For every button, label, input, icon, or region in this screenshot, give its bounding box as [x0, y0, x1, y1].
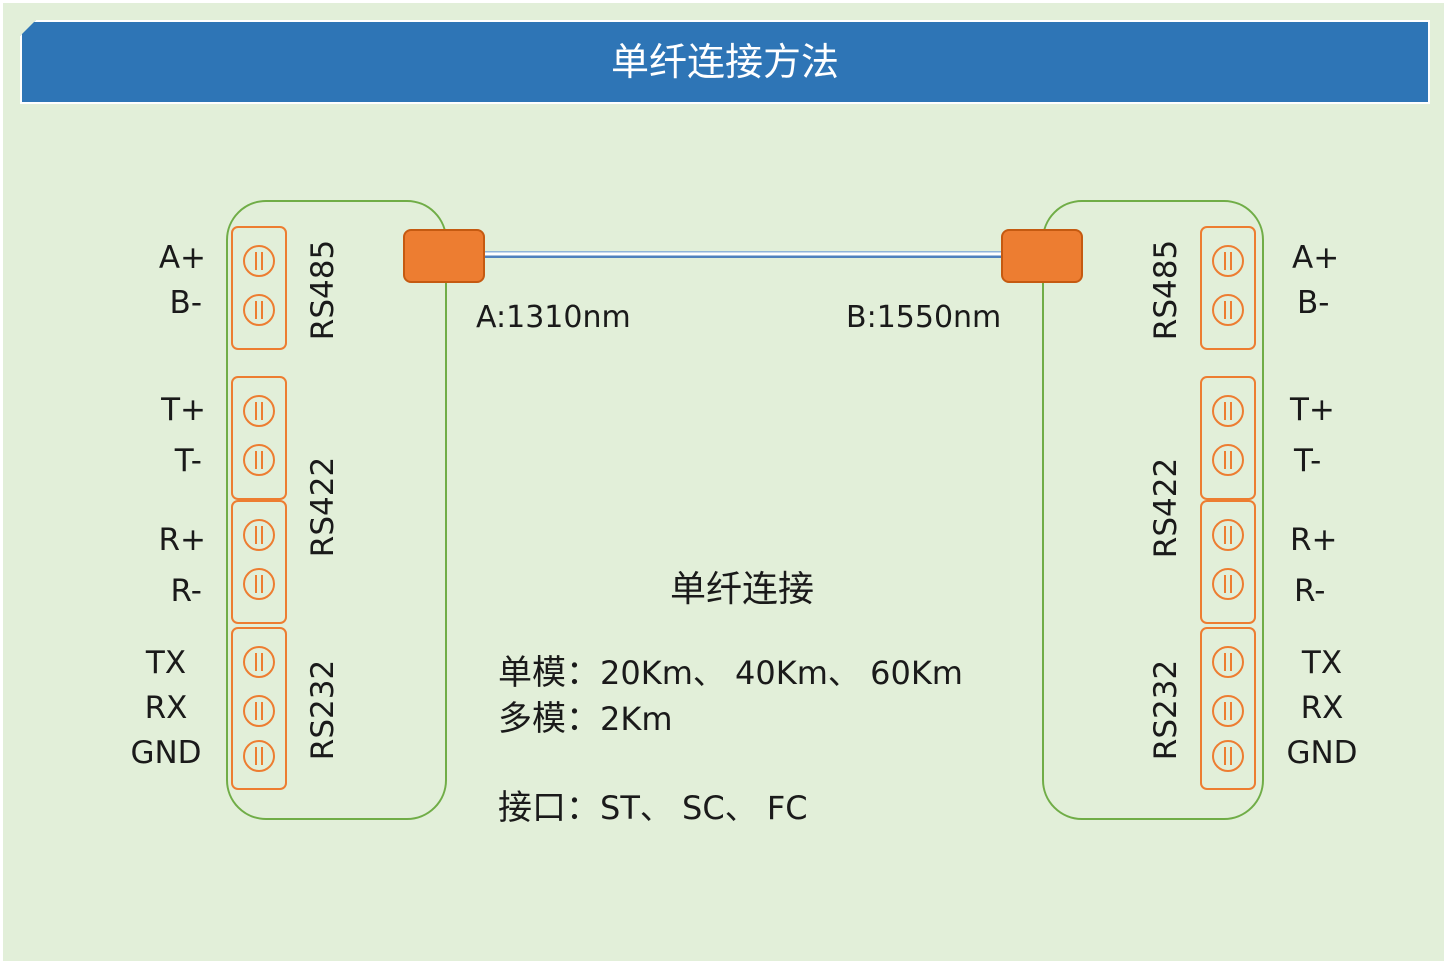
right-pin-rx: RX — [1300, 690, 1344, 726]
screw-icon — [243, 740, 275, 772]
right-terminal-rs422-t — [1200, 376, 1256, 500]
right-converter — [1042, 200, 1264, 820]
spec-interface: 接口：ST、 SC、 FC — [498, 786, 808, 830]
multi-mode-label: 多模： — [498, 699, 600, 739]
left-terminal-rs232 — [231, 627, 287, 790]
right-wavelength-label: B:1550nm — [846, 300, 1002, 335]
right-label-rs485: RS485 — [1148, 239, 1184, 341]
screw-icon — [243, 646, 275, 678]
left-label-rs422: RS422 — [305, 456, 341, 558]
screw-icon — [243, 695, 275, 727]
right-pin-a-plus: A+ — [1292, 240, 1340, 276]
page-title: 单纤连接方法 — [610, 40, 839, 84]
screw-icon — [1212, 740, 1244, 772]
title-bar — [20, 20, 1430, 104]
right-pin-tx: TX — [1301, 645, 1343, 681]
right-label-rs232: RS232 — [1148, 659, 1184, 761]
right-label-rs422: RS422 — [1148, 457, 1184, 559]
left-pin-r-plus: R+ — [158, 522, 206, 558]
screw-icon — [243, 395, 275, 427]
left-pin-tx: TX — [145, 645, 187, 681]
right-pin-gnd: GND — [1286, 735, 1358, 771]
left-pin-gnd: GND — [130, 735, 202, 771]
diagram-caption: 单纤连接 — [670, 569, 815, 610]
spec-single-mode: 单模：20Km、 40Km、 60Km — [498, 651, 963, 695]
screw-icon — [243, 245, 275, 277]
right-pin-t-plus: T+ — [1290, 392, 1335, 428]
left-terminal-rs422-t — [231, 376, 287, 500]
left-terminal-rs485 — [231, 226, 287, 350]
right-terminal-rs422-r — [1200, 500, 1256, 624]
left-pin-b-minus: B- — [169, 285, 202, 321]
screw-icon — [1212, 395, 1244, 427]
left-label-rs232: RS232 — [305, 659, 341, 761]
interface-label: 接口： — [498, 788, 600, 828]
screw-icon — [1212, 568, 1244, 600]
multi-mode-value: 2Km — [600, 700, 673, 738]
left-converter — [226, 200, 447, 820]
right-pin-r-plus: R+ — [1290, 522, 1338, 558]
spec-multi-mode: 多模：2Km — [498, 697, 673, 741]
right-terminal-rs232 — [1200, 627, 1256, 790]
right-pin-b-minus: B- — [1297, 285, 1330, 321]
left-pin-rx: RX — [144, 690, 188, 726]
left-label-rs485: RS485 — [305, 239, 341, 341]
screw-icon — [1212, 519, 1244, 551]
left-pin-r-minus: R- — [170, 573, 202, 609]
left-terminal-rs422-r — [231, 500, 287, 624]
single-mode-value: 20Km、 40Km、 60Km — [600, 654, 963, 692]
screw-icon — [243, 444, 275, 476]
left-pin-t-minus: T- — [174, 443, 202, 479]
left-pin-a-plus: A+ — [158, 240, 206, 276]
screw-icon — [1212, 646, 1244, 678]
screw-icon — [243, 568, 275, 600]
screw-icon — [1212, 444, 1244, 476]
left-pin-t-plus: T+ — [161, 392, 206, 428]
single-mode-label: 单模： — [498, 653, 600, 693]
optical-fiber-line — [484, 251, 1002, 258]
right-terminal-rs485 — [1200, 226, 1256, 350]
screw-icon — [243, 519, 275, 551]
screw-icon — [1212, 695, 1244, 727]
left-fiber-connector — [403, 229, 485, 283]
screw-icon — [243, 294, 275, 326]
right-fiber-connector — [1001, 229, 1083, 283]
screw-icon — [1212, 294, 1244, 326]
left-wavelength-label: A:1310nm — [476, 300, 631, 335]
screw-icon — [1212, 245, 1244, 277]
interface-value: ST、 SC、 FC — [600, 789, 808, 827]
right-pin-r-minus: R- — [1294, 573, 1326, 609]
right-pin-t-minus: T- — [1294, 443, 1322, 479]
